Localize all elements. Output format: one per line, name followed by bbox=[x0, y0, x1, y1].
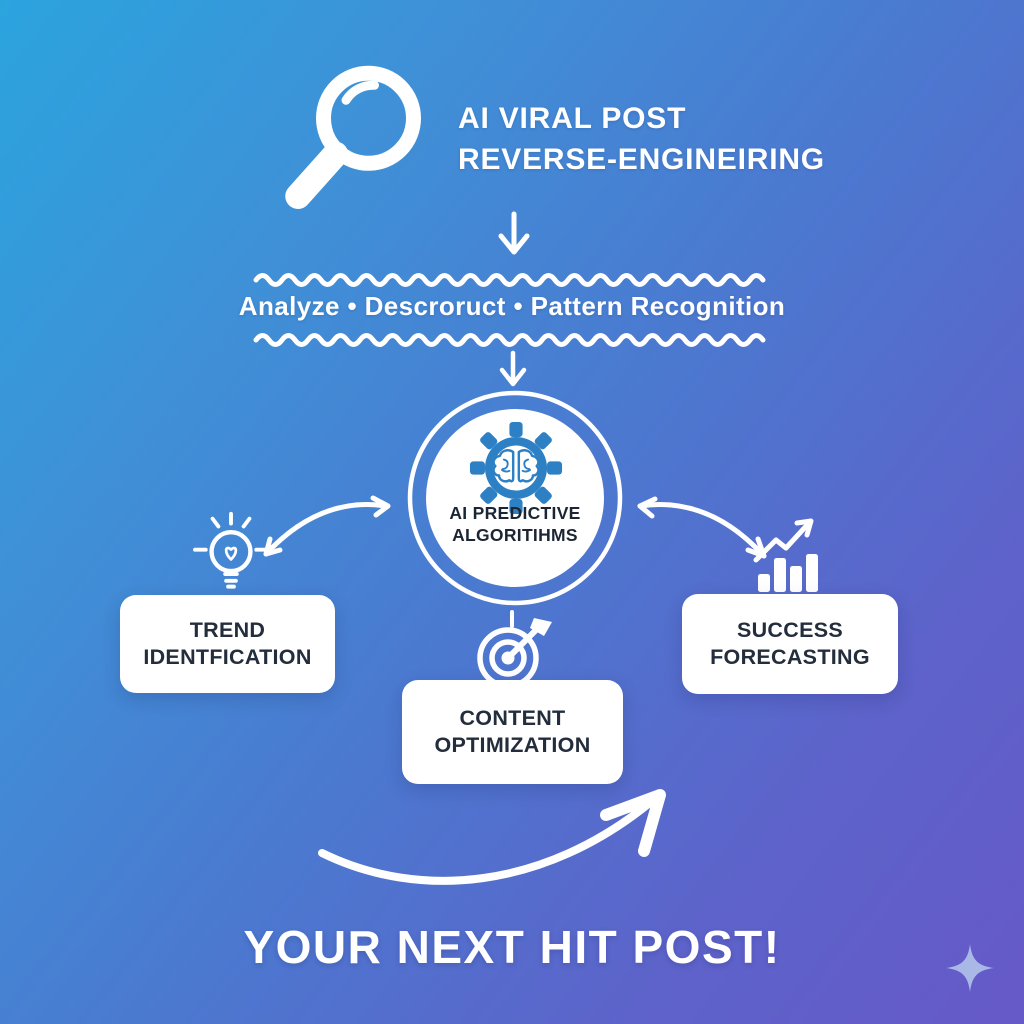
footer-headline: YOUR NEXT HIT POST! bbox=[243, 921, 781, 973]
trend-identification-box: TREND IDENTFICATION bbox=[120, 595, 335, 693]
wavy-divider-bottom bbox=[253, 333, 766, 347]
content-optimization-label: CONTENT OPTIMIZATION bbox=[434, 706, 591, 757]
swoosh-arrow-icon bbox=[318, 789, 666, 885]
target-arrow-icon bbox=[477, 618, 552, 689]
curved-double-arrow-left-icon bbox=[263, 495, 391, 557]
magnifier-icon bbox=[285, 65, 421, 209]
core-label: AI PREDICTIVE ALGORITIHMS bbox=[449, 503, 581, 545]
gear-brain-icon bbox=[469, 421, 563, 515]
wavy-divider-top bbox=[253, 273, 766, 287]
connector-line bbox=[510, 610, 514, 628]
page-title: AI VIRAL POST REVERSE-ENGINEIRING bbox=[458, 102, 825, 176]
sparkle-icon bbox=[946, 944, 994, 992]
success-forecasting-label: SUCCESS FORECASTING bbox=[710, 618, 870, 669]
success-forecasting-box: SUCCESS FORECASTING bbox=[682, 594, 898, 694]
lightbulb-icon bbox=[193, 511, 269, 589]
growth-chart-icon bbox=[753, 518, 818, 592]
trend-identification-label: TREND IDENTFICATION bbox=[143, 618, 312, 669]
down-arrow-icon bbox=[499, 350, 527, 387]
process-banner: Analyze • Descroruct • Pattern Recogniti… bbox=[238, 291, 786, 321]
down-arrow-icon bbox=[498, 211, 530, 255]
content-optimization-box: CONTENT OPTIMIZATION bbox=[402, 680, 623, 784]
